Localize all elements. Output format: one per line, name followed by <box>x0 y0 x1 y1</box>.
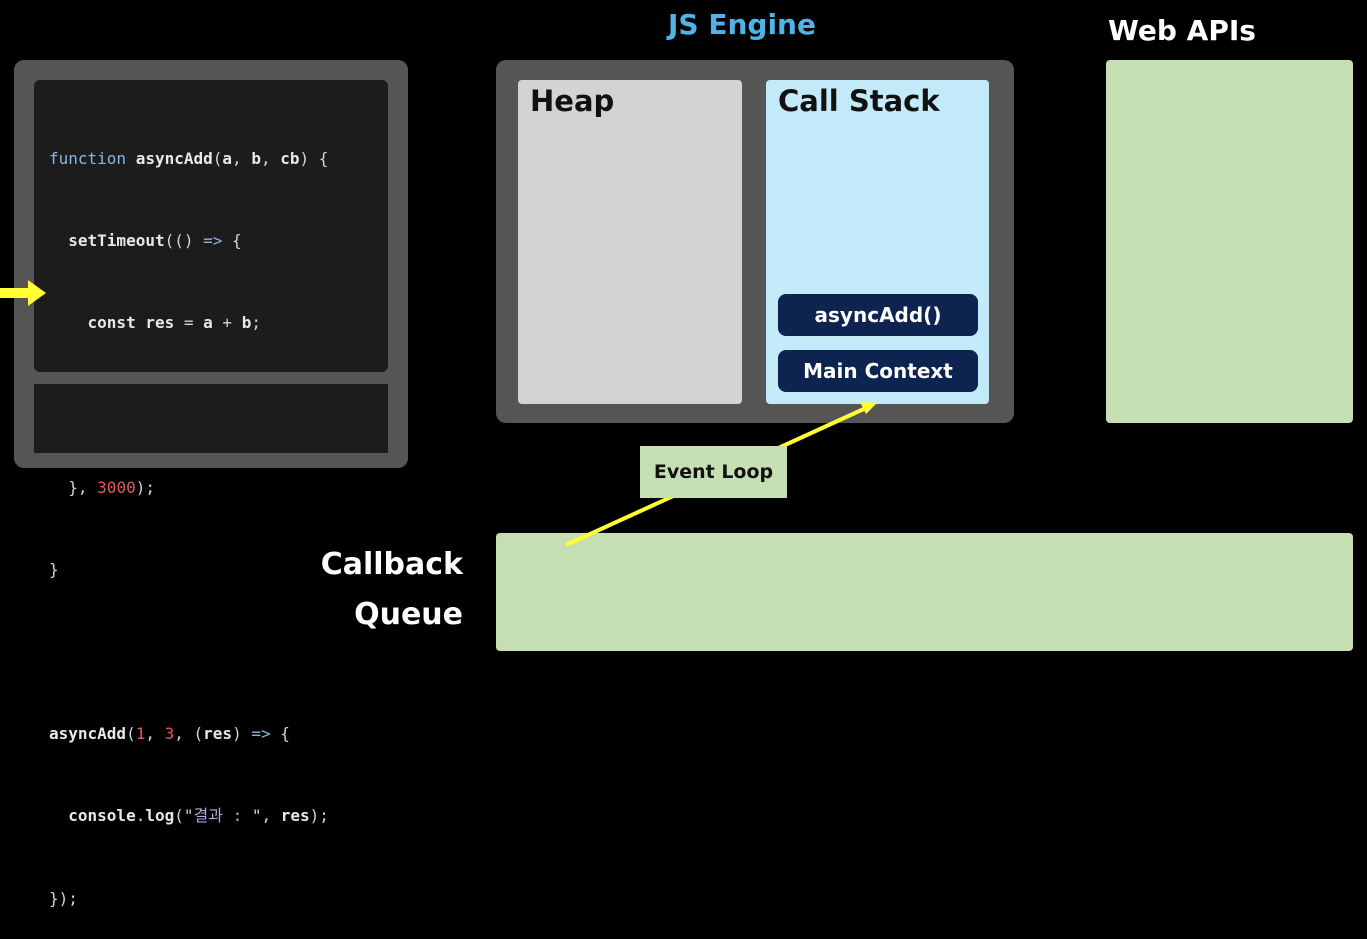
heap-area <box>518 80 742 404</box>
current-line-arrow-icon <box>0 280 46 306</box>
console-output <box>34 384 388 453</box>
stack-frame-asyncadd: asyncAdd() <box>778 294 978 336</box>
stack-frame-main-context: Main Context <box>778 350 978 392</box>
code-line: }, 3000); <box>49 477 155 497</box>
code-line: } <box>49 559 59 579</box>
code-line: const res = a + b; <box>87 313 261 333</box>
code-line: function asyncAdd(a, b, cb) { <box>49 148 329 168</box>
code-line: }); <box>49 888 78 908</box>
callback-queue-label: Callback Queue <box>300 540 463 640</box>
web-apis-title: Web APIs <box>1108 14 1256 47</box>
code-editor: function asyncAdd(a, b, cb) { setTimeout… <box>34 80 388 908</box>
web-apis-area <box>1106 60 1353 423</box>
call-stack-label: Call Stack <box>778 84 940 118</box>
code-line <box>49 638 388 665</box>
js-engine-title: JS Engine <box>668 8 816 41</box>
code-line-current: asyncAdd(1, 3, (res) => { <box>49 724 290 744</box>
callback-queue-label-line2: Queue <box>354 597 463 632</box>
code-line: console.log("결과 : ", res); <box>68 806 329 826</box>
callback-queue-label-line1: Callback <box>320 547 463 582</box>
event-loop-label: Event Loop <box>640 446 787 498</box>
callback-queue-area <box>496 533 1353 651</box>
code-line: setTimeout(() => { <box>68 231 242 251</box>
heap-label: Heap <box>530 84 615 118</box>
